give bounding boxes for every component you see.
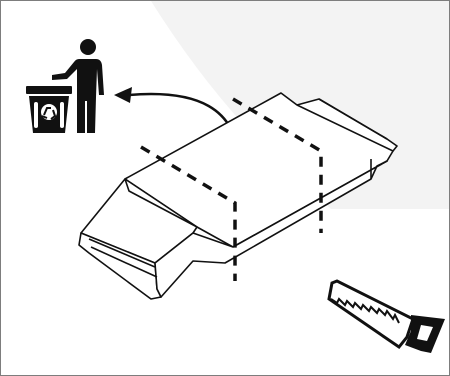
person-discarding-icon	[52, 39, 104, 133]
cut-line-front	[140, 145, 237, 281]
hand-saw-icon	[327, 279, 445, 353]
cut-lines	[140, 97, 323, 281]
profile-block	[78, 92, 398, 300]
trash-can-recycle-icon	[26, 86, 72, 133]
